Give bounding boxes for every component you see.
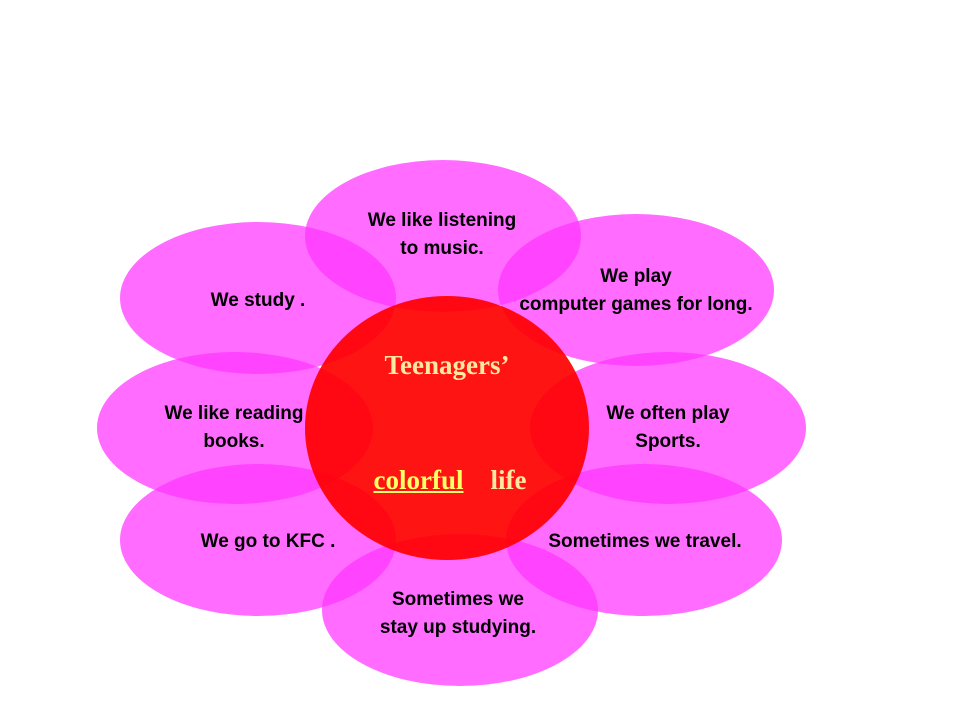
petal-mid-right-line-1: We often play bbox=[606, 403, 730, 424]
petal-mid-left-line-1: We like reading bbox=[164, 403, 304, 424]
petal-upper-left-line-1: We study . bbox=[210, 290, 306, 311]
petal-mid-left-text: We like reading books. bbox=[164, 400, 303, 456]
petal-lower-left-text: We go to KFC . bbox=[201, 528, 336, 556]
petal-upper-left bbox=[120, 222, 396, 374]
petal-bottom-line-1: Sometimes we bbox=[392, 589, 524, 610]
petal-bottom-line-2: stay up studying. bbox=[379, 617, 537, 638]
petal-lower-right-text: Sometimes we travel. bbox=[548, 528, 741, 556]
center-bottom-line: colorful life bbox=[374, 465, 527, 496]
petal-mid-right bbox=[530, 352, 806, 504]
petal-lower-right-line-1: Sometimes we travel. bbox=[548, 531, 742, 552]
petal-mid-left bbox=[97, 352, 373, 504]
center-title: Teenagers’ bbox=[384, 350, 510, 380]
center-word: life bbox=[490, 465, 527, 495]
petal-top-line-2: to music. bbox=[400, 238, 484, 259]
petal-lower-left-line-1: We go to KFC . bbox=[200, 531, 336, 552]
center-keyword: colorful bbox=[373, 465, 464, 495]
petal-upper-right-line-1: We play bbox=[600, 266, 672, 287]
petal-upper-right-text: We play computer games for long. bbox=[519, 263, 752, 319]
petal-top-line-1: We like listening bbox=[367, 210, 517, 231]
petal-top-text: We like listening to music. bbox=[368, 207, 517, 263]
petal-lower-left bbox=[120, 464, 396, 616]
petal-upper-left-text: We study . bbox=[211, 287, 306, 315]
petal-upper-right bbox=[498, 214, 774, 366]
petal-bottom-text: Sometimes we stay up studying. bbox=[380, 586, 536, 642]
petal-bottom bbox=[322, 534, 598, 686]
petal-mid-right-line-2: Sports. bbox=[635, 431, 701, 452]
center-spacer bbox=[470, 465, 484, 495]
petal-mid-right-text: We often play Sports. bbox=[606, 400, 729, 456]
petal-mid-left-line-2: books. bbox=[203, 431, 265, 452]
petal-upper-right-line-2: computer games for long. bbox=[519, 294, 753, 315]
flower-center bbox=[305, 296, 589, 560]
